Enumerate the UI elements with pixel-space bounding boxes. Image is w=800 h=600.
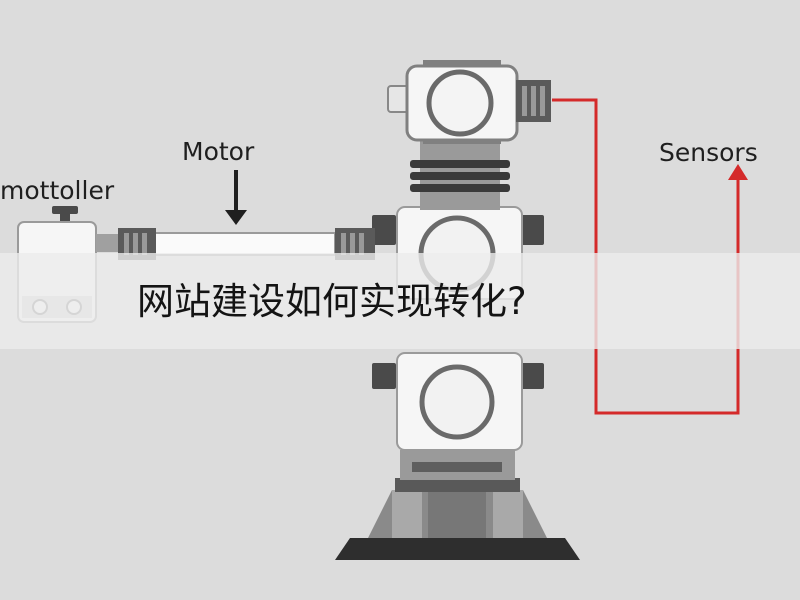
lower-joint-module xyxy=(372,352,544,451)
controller-label: mottoller xyxy=(0,176,115,205)
banner-title: 网站建设如何实现转化? xyxy=(137,280,527,323)
robot-base xyxy=(335,450,580,560)
title-banner xyxy=(0,253,800,349)
top-sensor-module xyxy=(387,60,551,144)
motor-arrow xyxy=(225,170,247,225)
sensors-label: Sensors xyxy=(659,138,758,167)
neck-bellows xyxy=(410,140,510,210)
motor-label: Motor xyxy=(182,137,255,166)
